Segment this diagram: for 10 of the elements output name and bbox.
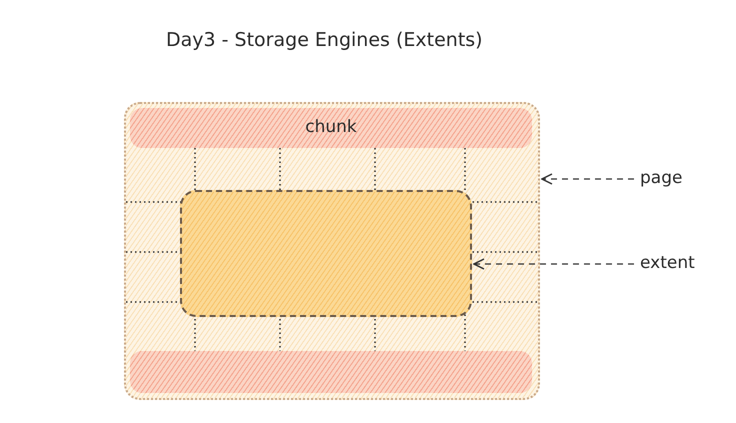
- diagram-title: Day3 - Storage Engines (Extents): [166, 28, 483, 53]
- callout-text: extent: [640, 252, 695, 276]
- callout-text: page: [640, 167, 682, 190]
- dashed-arrow: [473, 258, 634, 270]
- footer-band: [130, 351, 532, 393]
- band-title: chunk: [305, 116, 357, 140]
- chunk-box: [124, 102, 540, 400]
- extent-region: [180, 190, 472, 317]
- dashed-arrow: [541, 173, 634, 185]
- header-band: [130, 108, 532, 148]
